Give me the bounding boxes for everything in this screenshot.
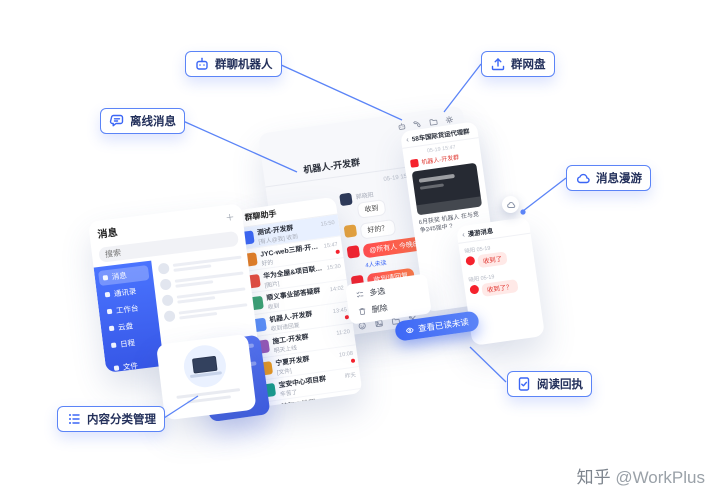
menu-item-label: 多选 [368,286,386,298]
phone-icon[interactable] [413,119,423,129]
drive-icon [108,325,115,332]
callout-content-management: 内容分类管理 [57,406,165,432]
callout-label: 群聊机器人 [215,59,273,71]
callout-group-robot: 群聊机器人 [185,51,282,77]
sidebar-item-label: 日程 [119,338,136,349]
chat-list-title: 群聊助手 [244,209,278,223]
avatar [157,262,170,275]
workbench-icon [106,308,113,315]
back-icon[interactable]: ‹ [461,229,466,240]
message-bubble[interactable]: 好的？ [359,218,397,240]
avatar [469,284,480,295]
trash-icon [357,306,367,316]
callout-message-roaming: 消息漫游 [566,165,651,191]
read-doc-icon [516,376,532,392]
thumbnail-text-bar [419,183,445,190]
line-group-robot [278,63,403,121]
roaming-title: 漫游消息 [467,227,494,239]
roaming-cloud-button[interactable] [502,196,519,213]
robot-icon[interactable] [397,121,407,131]
menu-item-multiselect[interactable]: 多选 [348,277,426,304]
sidebar-item-label: 云盘 [117,321,134,333]
callout-group-drive: 群网盘 [481,51,555,77]
avatar [465,255,476,266]
back-icon[interactable]: ‹ [405,134,410,145]
message-bubble[interactable]: 收到 [356,199,387,219]
video-thumbnail[interactable] [411,162,483,216]
roaming-bubble[interactable]: 收到了？ [481,279,519,297]
menu-item-delete[interactable]: 删除 [351,294,429,321]
view-read-unread-button[interactable]: 查看已读未读 [394,310,480,342]
calendar-icon [110,342,117,349]
avatar [346,245,361,259]
sidebar-item-label: 消息 [111,270,128,282]
chat-title: 机器人-开发群 [302,157,361,175]
avatar [163,310,176,323]
unread-badge [350,358,356,364]
file-icon [113,365,120,371]
chat-bubble-icon [109,113,125,129]
upload-icon [490,56,506,72]
watermark-handle: @WorkPlus [615,468,705,487]
sidebar-item-files[interactable]: 文件 [109,355,160,372]
avatar [409,158,419,168]
message-body: 郭晓阳 收到 [355,188,387,219]
unread-badge [335,249,340,255]
line-roaming [522,177,567,212]
watermark: 知乎 @WorkPlus [577,463,705,488]
eye-icon [405,325,415,335]
sidebar-item-label: 通讯录 [113,286,137,299]
message-body: 好的？ [359,218,397,240]
callout-label: 群网盘 [511,59,546,71]
watermark-site: 知乎 [576,468,611,487]
laptop-screen [191,355,218,374]
message-icon [102,275,109,281]
callout-offline-message: 离线消息 [100,108,185,134]
sidebar-item-label: 文件 [122,361,139,372]
avatar [161,294,174,307]
sender-name: 晓阳 [468,276,480,284]
callout-label: 离线消息 [130,116,176,128]
mobile-chat-title: 58车国际货运代理群 [411,128,471,144]
chat-time: 昨天 [347,394,360,402]
avatar [343,224,358,238]
view-read-unread-label: 查看已读未读 [417,316,470,334]
mini-window-title: 消息 [97,227,119,241]
folder-icon[interactable] [428,117,438,127]
callout-read-receipt: 阅读回执 [507,371,592,397]
menu-item-label: 删除 [371,303,389,315]
callout-label: 消息漫游 [596,173,642,185]
contacts-icon [104,291,111,298]
roaming-bubble[interactable]: 收到了 [477,251,508,269]
sender-name: 晓阳 [464,247,476,256]
message-time: 05-19 [480,274,495,283]
callout-label: 阅读回执 [537,379,583,391]
cloud-icon [506,201,515,208]
window-toolbar [258,105,465,153]
sidebar-item-calendar[interactable]: 日程 [106,333,157,354]
gear-icon[interactable] [444,115,454,125]
line-read-receipt [469,346,507,383]
callout-label: 内容分类管理 [87,414,156,426]
avatar [339,192,353,207]
line-group-drive [443,63,482,113]
category-icon [66,411,82,427]
sidebar-item-label: 工作台 [115,303,139,316]
message-time: 05-19 [476,245,491,254]
line-roaming-dot [520,209,526,215]
cloud-icon [575,170,591,186]
sidebar-item-media[interactable]: 图片/视频 [111,372,162,373]
robot-icon [194,56,210,72]
plus-icon[interactable]: ＋ [224,212,236,224]
multiselect-icon [355,289,365,299]
laptop-illustration [181,342,229,390]
message-context-menu: 多选 删除 [345,273,432,325]
laptop-card [156,333,257,421]
avatar [159,278,172,291]
thumbnail-text-bar [418,173,455,183]
